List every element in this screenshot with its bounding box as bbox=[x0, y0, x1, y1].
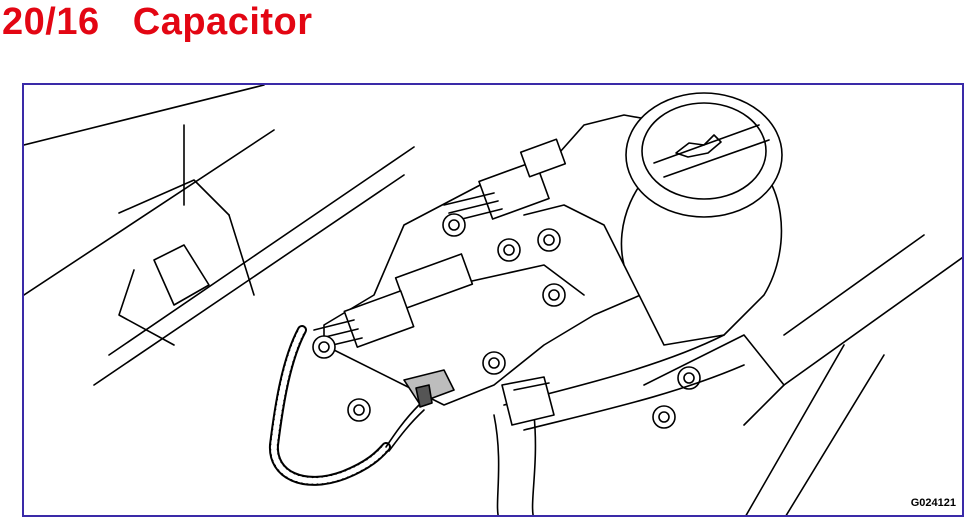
hose-clamp-band bbox=[513, 382, 550, 391]
tube bbox=[493, 414, 500, 515]
panel-line bbox=[108, 146, 415, 356]
tube bbox=[531, 414, 537, 515]
panel-line bbox=[643, 334, 785, 426]
capacitor-lead bbox=[388, 409, 425, 452]
oil-can-icon bbox=[675, 134, 722, 158]
oil-cap-grip bbox=[663, 139, 770, 178]
bracket-edge bbox=[523, 204, 625, 266]
bolt bbox=[442, 213, 466, 237]
illustration-frame: G024121 bbox=[22, 83, 964, 517]
capacitor-illustration bbox=[24, 85, 962, 515]
bolt bbox=[482, 351, 506, 375]
oil-cap-grip bbox=[653, 124, 760, 164]
panel-line bbox=[785, 354, 885, 515]
oil-cap-outer bbox=[625, 92, 783, 218]
panel-line bbox=[228, 214, 255, 296]
panel-line bbox=[118, 179, 230, 216]
bolt bbox=[542, 283, 566, 307]
bolt bbox=[537, 228, 561, 252]
panel-line bbox=[783, 234, 925, 336]
bolt bbox=[497, 238, 521, 262]
panel-line bbox=[783, 256, 962, 386]
bolt bbox=[312, 335, 336, 359]
panel-line bbox=[153, 244, 210, 306]
bolt bbox=[652, 405, 676, 429]
panel-line bbox=[118, 269, 175, 346]
panel-line bbox=[24, 129, 275, 296]
figure-id: G024121 bbox=[910, 497, 956, 509]
panel-line bbox=[24, 85, 265, 146]
connector-lower bbox=[343, 290, 415, 348]
page-title: 20/16 Capacitor bbox=[2, 1, 313, 43]
capacitor-body bbox=[415, 384, 433, 408]
tube bbox=[523, 364, 745, 431]
bolt bbox=[347, 398, 371, 422]
wire-loom-inner bbox=[270, 327, 389, 484]
panel-line bbox=[745, 344, 845, 515]
oil-cap-inner bbox=[641, 102, 767, 200]
bracket-edge bbox=[453, 264, 585, 296]
capacitor-lead bbox=[385, 404, 420, 448]
connector-upper-housing bbox=[519, 138, 567, 178]
